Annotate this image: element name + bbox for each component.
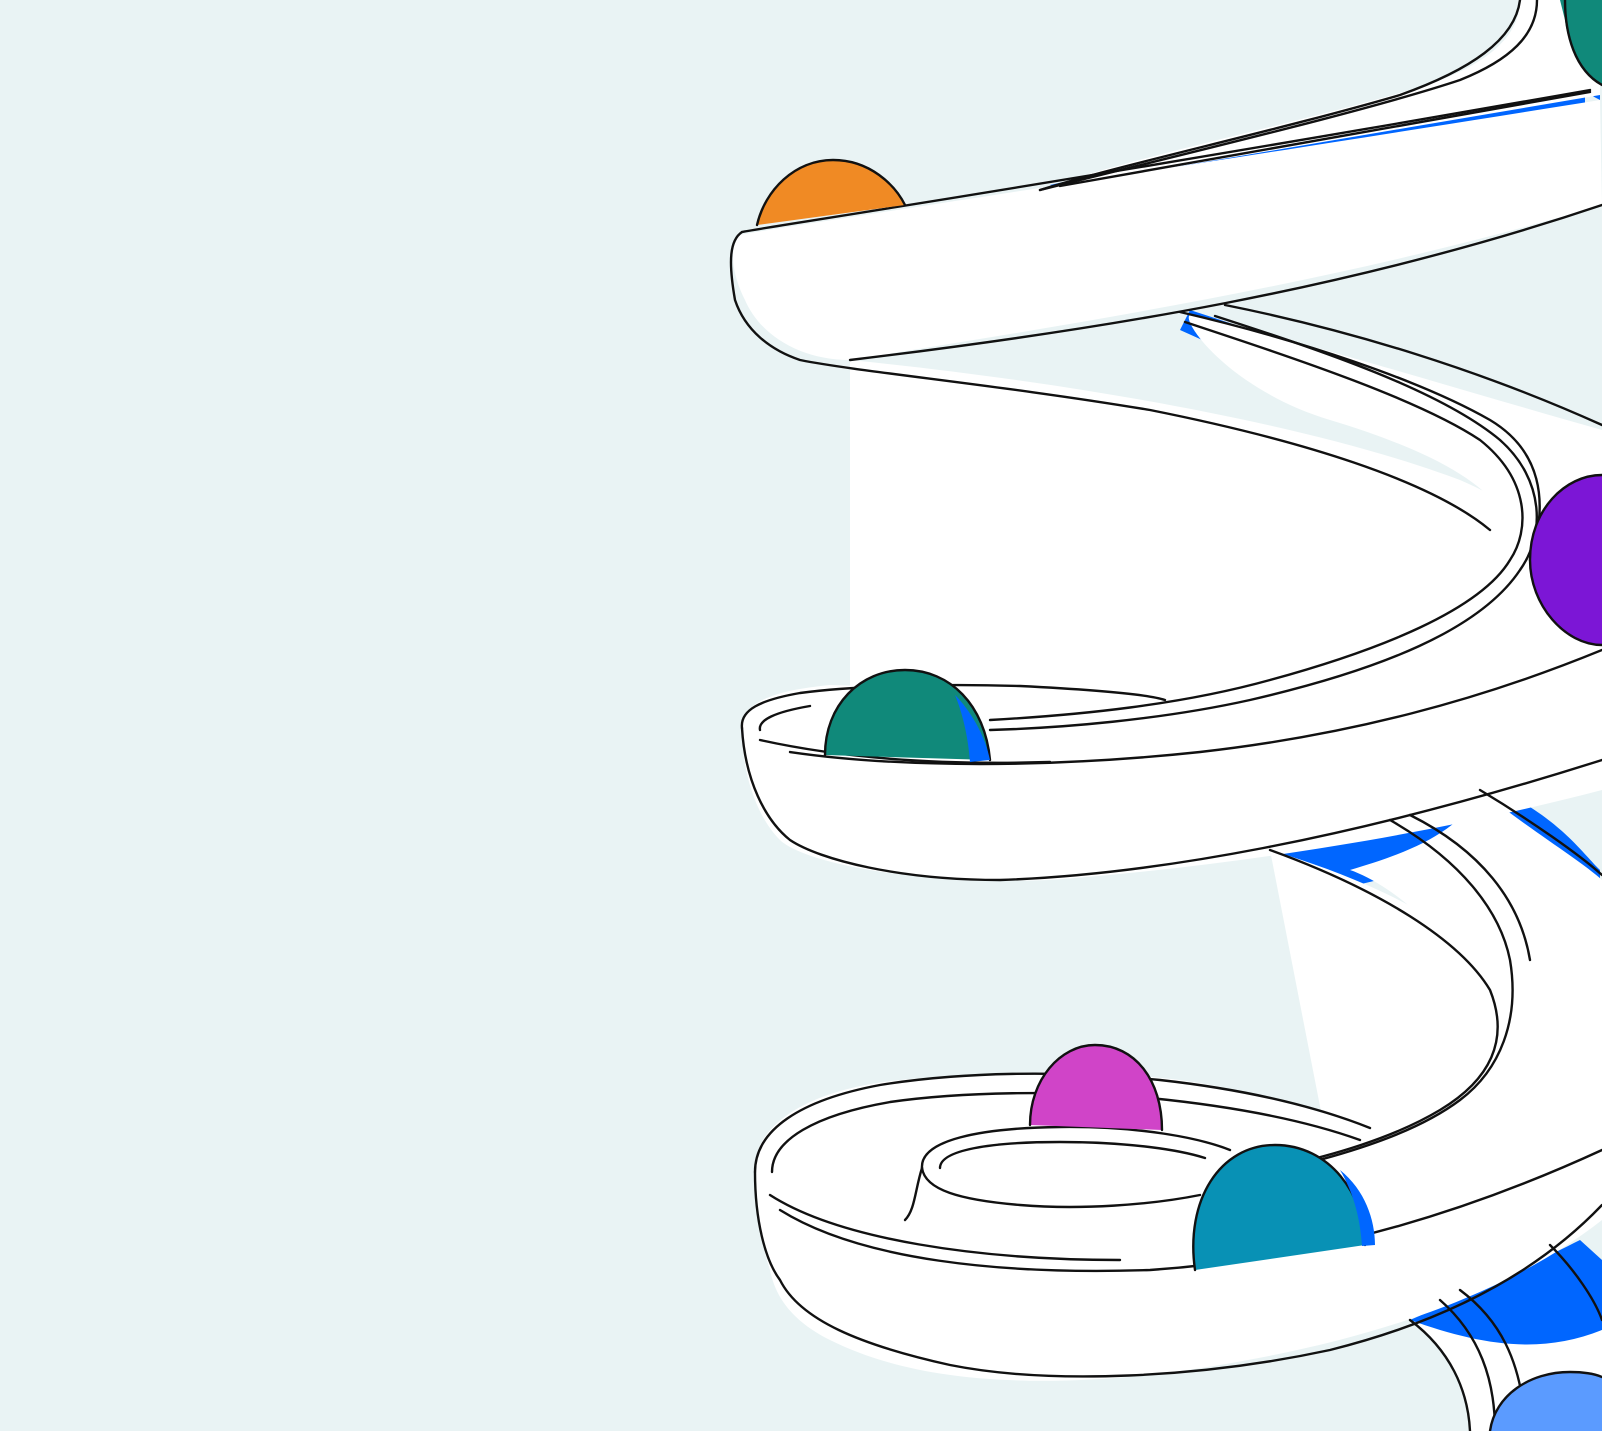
ball-icon bbox=[1193, 1145, 1365, 1270]
ball-icon bbox=[825, 670, 990, 760]
ball-top-teal bbox=[1560, 0, 1602, 87]
ball-icon bbox=[757, 160, 905, 225]
ball-icon bbox=[1030, 1045, 1162, 1130]
track-outlines bbox=[729, 0, 1602, 1431]
ball-orange bbox=[755, 158, 907, 227]
balls bbox=[755, 0, 1602, 1431]
ball-purple bbox=[1528, 473, 1602, 647]
ball-light-blue bbox=[1488, 1370, 1602, 1431]
ball-icon bbox=[1560, 0, 1602, 85]
track-top-ribbon bbox=[1040, 0, 1600, 190]
ball-cyan bbox=[1192, 1143, 1375, 1272]
track-upper-sweep bbox=[850, 315, 1602, 770]
ball-teal bbox=[823, 668, 992, 762]
spiral-track bbox=[733, 0, 1602, 1431]
ball-icon bbox=[1530, 475, 1602, 645]
ball-magenta bbox=[1028, 1043, 1164, 1132]
track-upper-bowl bbox=[733, 100, 1602, 360]
ball-icon bbox=[1490, 1372, 1602, 1431]
track-inner-loop bbox=[921, 1128, 1220, 1211]
